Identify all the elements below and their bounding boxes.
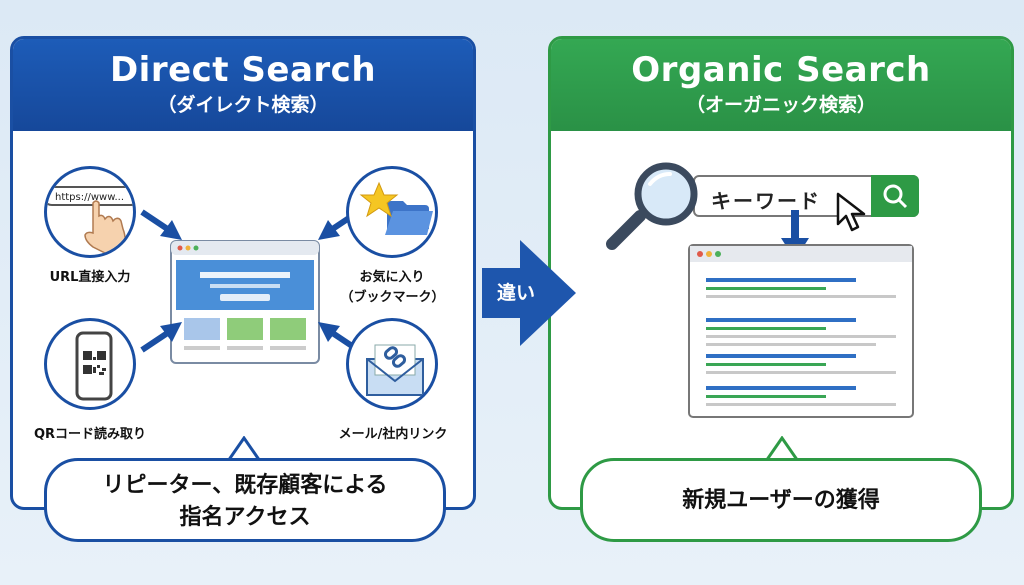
organic-result-text: 新規ユーザーの獲得 <box>682 488 880 513</box>
qr-code-label: QRコード読み取り <box>33 427 147 442</box>
organic-search-subtitle: （オーガニック検索） <box>685 94 876 116</box>
result-line <box>706 395 826 398</box>
result-line <box>706 327 826 330</box>
direct-result-line2: 指名アクセス <box>179 505 311 530</box>
url-bar-text: https://www... <box>55 192 124 203</box>
organic-bubble-tail <box>762 436 802 464</box>
organic-search-header: Organic Search （オーガニック検索） <box>551 39 1011 131</box>
direct-search-title: Direct Search <box>109 50 377 90</box>
bookmark-label-1: お気に入り <box>359 270 425 285</box>
result-line <box>706 386 856 390</box>
result-line <box>706 354 856 358</box>
direct-search-header: Direct Search （ダイレクト検索） <box>13 39 473 131</box>
browser-window-icon <box>170 240 320 364</box>
keyword-search-bar: キーワード <box>693 175 919 217</box>
smartphone-icon <box>75 331 113 401</box>
pointing-hand-icon <box>84 200 126 255</box>
envelope-icon <box>366 344 424 396</box>
result-line <box>706 278 856 282</box>
url-bar-icon <box>47 186 133 206</box>
organic-result-bubble: 新規ユーザーの獲得 <box>580 458 982 542</box>
direct-result-line1: リピーター、既存顧客による <box>102 473 388 498</box>
search-icon <box>883 184 908 209</box>
result-line <box>706 363 826 366</box>
url-direct-input-label: URL直接入力 <box>49 270 131 285</box>
bookmark-label-2: （ブックマーク） <box>340 290 445 305</box>
difference-arrow <box>482 240 576 346</box>
direct-result-bubble: リピーター、既存顧客による 指名アクセス <box>44 458 446 542</box>
result-line <box>706 318 856 322</box>
qr-code-circle <box>44 318 136 410</box>
result-line <box>706 343 876 346</box>
result-line <box>706 403 896 406</box>
star-icon <box>359 181 399 218</box>
organic-search-title: Organic Search <box>631 50 931 90</box>
arrows-to-browser <box>140 209 360 353</box>
mail-link-circle <box>346 318 438 410</box>
result-line <box>706 295 896 298</box>
direct-search-subtitle: （ダイレクト検索） <box>157 94 329 116</box>
search-results-window <box>688 244 914 418</box>
result-line <box>706 287 826 290</box>
result-line <box>706 371 896 374</box>
mail-link-label: メール/社内リンク <box>338 427 448 442</box>
search-button <box>871 175 919 217</box>
magnifier-icon <box>606 162 698 250</box>
difference-label: 違い <box>496 282 535 304</box>
keyword-text: キーワード <box>711 189 821 213</box>
url-direct-input-circle: https://www... <box>44 166 136 258</box>
result-line <box>706 335 896 338</box>
direct-search-panel: Direct Search （ダイレクト検索） <box>10 36 476 510</box>
cursor-icon <box>836 192 866 232</box>
link-icon <box>383 346 407 368</box>
qr-code-icon <box>83 351 106 375</box>
bookmark-circle <box>346 166 438 258</box>
direct-bubble-tail <box>224 436 264 464</box>
